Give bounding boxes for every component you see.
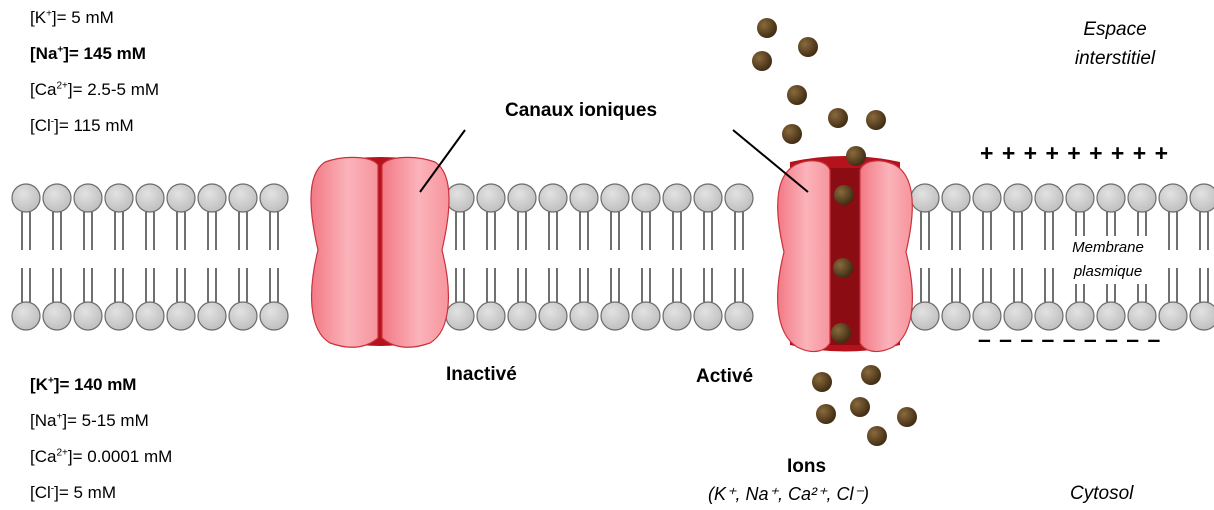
lipid-head	[260, 184, 288, 212]
extracellular-concentration-cl: [Cl-]= 115 mM	[30, 116, 134, 136]
lipid-head	[725, 184, 753, 212]
extracellular-concentration-k: [K+]= 5 mM	[30, 8, 114, 28]
interstitial-space-label: Espace interstitiel	[1060, 15, 1170, 73]
ion-particle	[752, 51, 772, 71]
lipid-head	[1066, 184, 1094, 212]
ion-particle	[828, 108, 848, 128]
lipid-head	[105, 184, 133, 212]
lipid-head	[477, 184, 505, 212]
lipid-head	[136, 184, 164, 212]
interstitial-space-line1: Espace	[1060, 15, 1170, 44]
lipid-head	[1190, 184, 1214, 212]
lipid-head	[12, 302, 40, 330]
lipid-head	[43, 302, 71, 330]
extracellular-concentration-na: [Na+]= 145 mM	[30, 44, 146, 64]
lipid-head	[632, 302, 660, 330]
ion-particle	[782, 124, 802, 144]
ions-label: Ions	[787, 456, 826, 478]
lipid-head	[973, 184, 1001, 212]
lipid-head	[911, 184, 939, 212]
lipid-head	[570, 184, 598, 212]
lipid-head	[601, 184, 629, 212]
inactive-channel	[311, 157, 449, 347]
membrane-label: Membrane plasmique	[1058, 236, 1158, 284]
lipid-head	[663, 302, 691, 330]
active-label: Activé	[696, 366, 753, 388]
lipid-tails	[22, 212, 1208, 302]
lipid-head	[198, 302, 226, 330]
lipid-head	[694, 302, 722, 330]
lipid-head	[446, 184, 474, 212]
lipid-head	[198, 184, 226, 212]
lipid-head	[1159, 302, 1187, 330]
channels-label: Canaux ioniques	[505, 100, 657, 122]
lipid-head	[74, 184, 102, 212]
lipid-head	[1190, 302, 1214, 330]
lipid-head	[942, 302, 970, 330]
ion-particle	[850, 397, 870, 417]
ion-particle	[846, 146, 866, 166]
ion-particle	[812, 372, 832, 392]
lipid-head	[942, 184, 970, 212]
lipid-head	[167, 184, 195, 212]
lipid-head	[725, 302, 753, 330]
lipid-head	[167, 302, 195, 330]
lipid-head	[260, 302, 288, 330]
intracellular-concentration-na: [Na+]= 5-15 mM	[30, 411, 149, 431]
intracellular-concentration-cl: [Cl-]= 5 mM	[30, 483, 116, 503]
lipid-head	[12, 184, 40, 212]
lipid-head	[632, 184, 660, 212]
lipid-head	[694, 184, 722, 212]
lipid-head	[43, 184, 71, 212]
lipid-head	[1159, 184, 1187, 212]
cytosol-label: Cytosol	[1070, 484, 1133, 504]
ion-particle	[757, 18, 777, 38]
membrane-line1: Membrane	[1058, 236, 1158, 260]
ion-particle	[834, 185, 854, 205]
lipid-head	[1128, 184, 1156, 212]
extracellular-concentration-ca: [Ca2+]= 2.5-5 mM	[30, 80, 159, 100]
lipid-head	[508, 302, 536, 330]
lipid-heads	[12, 184, 1214, 330]
lipid-head	[1097, 184, 1125, 212]
lipid-head	[570, 302, 598, 330]
intracellular-concentration-ca: [Ca2+]= 0.0001 mM	[30, 447, 172, 467]
intracellular-concentration-k: [K+]= 140 mM	[30, 375, 136, 395]
lipid-head	[74, 302, 102, 330]
ion-particle	[833, 258, 853, 278]
ion-particle	[816, 404, 836, 424]
lipid-head	[477, 302, 505, 330]
ions-list: (K⁺, Na⁺, Ca²⁺, Cl⁻)	[708, 484, 869, 504]
ion-particle	[897, 407, 917, 427]
lipid-head	[911, 302, 939, 330]
ion-particle	[867, 426, 887, 446]
lipid-head	[1035, 184, 1063, 212]
lipid-head	[446, 302, 474, 330]
membrane-line2: plasmique	[1058, 260, 1158, 284]
lipid-head	[105, 302, 133, 330]
lipid-head	[539, 184, 567, 212]
lipid-head	[229, 184, 257, 212]
lipid-head	[1004, 184, 1032, 212]
lipid-head	[663, 184, 691, 212]
negative-charges: – – – – – – – – –	[978, 326, 1161, 353]
ion-particle	[798, 37, 818, 57]
interstitial-space-line2: interstitiel	[1060, 44, 1170, 73]
positive-charges: + + + + + + + + +	[980, 140, 1169, 167]
inactive-label: Inactivé	[446, 364, 517, 386]
ion-particle	[787, 85, 807, 105]
lipid-head	[508, 184, 536, 212]
ion-particle	[866, 110, 886, 130]
lipid-head	[601, 302, 629, 330]
ion-particle	[861, 365, 881, 385]
lipid-head	[136, 302, 164, 330]
ion-particle	[831, 323, 851, 343]
lipid-head	[539, 302, 567, 330]
lipid-head	[229, 302, 257, 330]
